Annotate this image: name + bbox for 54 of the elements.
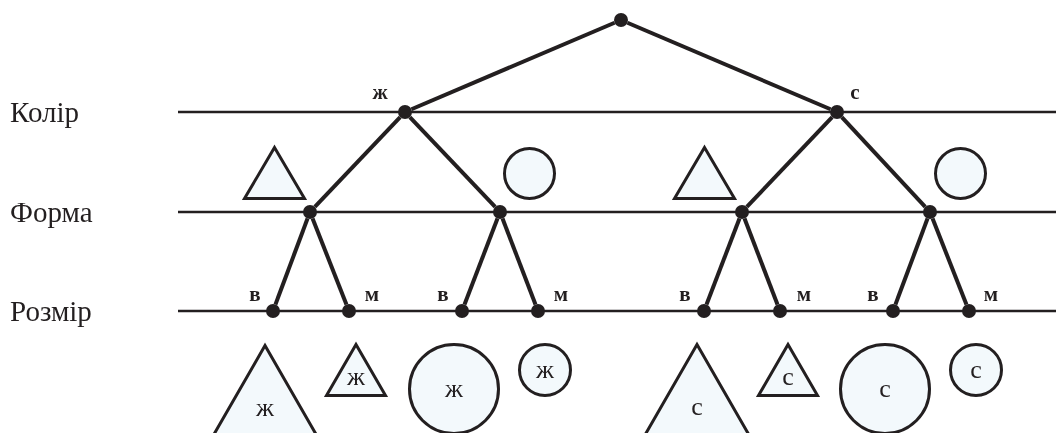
tree-branch-line: [310, 217, 349, 306]
level-label: Форма: [10, 196, 93, 228]
tree-branch-line: [273, 217, 310, 306]
shape-letter: с: [690, 394, 704, 420]
tree-node-dot: [962, 304, 976, 318]
shape-letter: с: [969, 357, 983, 383]
tree-branch-line: [704, 217, 742, 306]
shape-letter: ж: [535, 357, 555, 383]
branch-letter: в: [867, 283, 879, 305]
tree-branch-line: [410, 20, 616, 112]
triangle-shape: [243, 146, 306, 200]
tree-branch-line: [408, 115, 497, 209]
tree-node-dot: [493, 205, 507, 219]
tree-node-dot: [697, 304, 711, 318]
level-label: Розмір: [10, 295, 92, 327]
tree-branch-line: [930, 217, 969, 306]
branch-letter: м: [364, 283, 380, 305]
tree-node-dot: [886, 304, 900, 318]
tree-branch-line: [313, 115, 402, 209]
circle-shape: [934, 147, 987, 200]
tree-node-dot: [923, 205, 937, 219]
tree-node-dot: [614, 13, 628, 27]
shape-letter: ж: [255, 395, 275, 421]
shape-letter: с: [781, 364, 795, 390]
branch-letter: м: [983, 283, 999, 305]
tree-branch-line: [745, 115, 834, 209]
tree-branch-line: [500, 217, 538, 306]
tree-node-dot: [455, 304, 469, 318]
triangle-shape: [673, 146, 736, 200]
circle-shape: [503, 147, 556, 200]
tree-branch-line: [462, 217, 500, 306]
tree-node-dot: [398, 105, 412, 119]
level-label: Колір: [10, 96, 80, 128]
tree-node-dot: [735, 205, 749, 219]
branch-letter: с: [850, 81, 860, 103]
tree-node-dot: [531, 304, 545, 318]
shape-letter: ж: [346, 364, 366, 390]
tree-branch-line: [840, 115, 927, 209]
branch-letter: в: [679, 283, 691, 305]
branch-letter: в: [437, 283, 449, 305]
tree-node-dot: [266, 304, 280, 318]
branch-letter: м: [553, 283, 569, 305]
tree-node-dot: [342, 304, 356, 318]
branch-letter: в: [249, 283, 261, 305]
branch-letter: ж: [372, 81, 388, 103]
tree-node-dot: [303, 205, 317, 219]
shape-letter: ж: [444, 376, 464, 402]
tree-node-dot: [830, 105, 844, 119]
shape-letter: с: [878, 376, 892, 402]
tree-branch-line: [893, 217, 930, 306]
tree-node-dot: [773, 304, 787, 318]
tree-branch-line: [742, 217, 780, 306]
tree-branch-line: [626, 20, 832, 112]
branch-letter: м: [796, 283, 812, 305]
